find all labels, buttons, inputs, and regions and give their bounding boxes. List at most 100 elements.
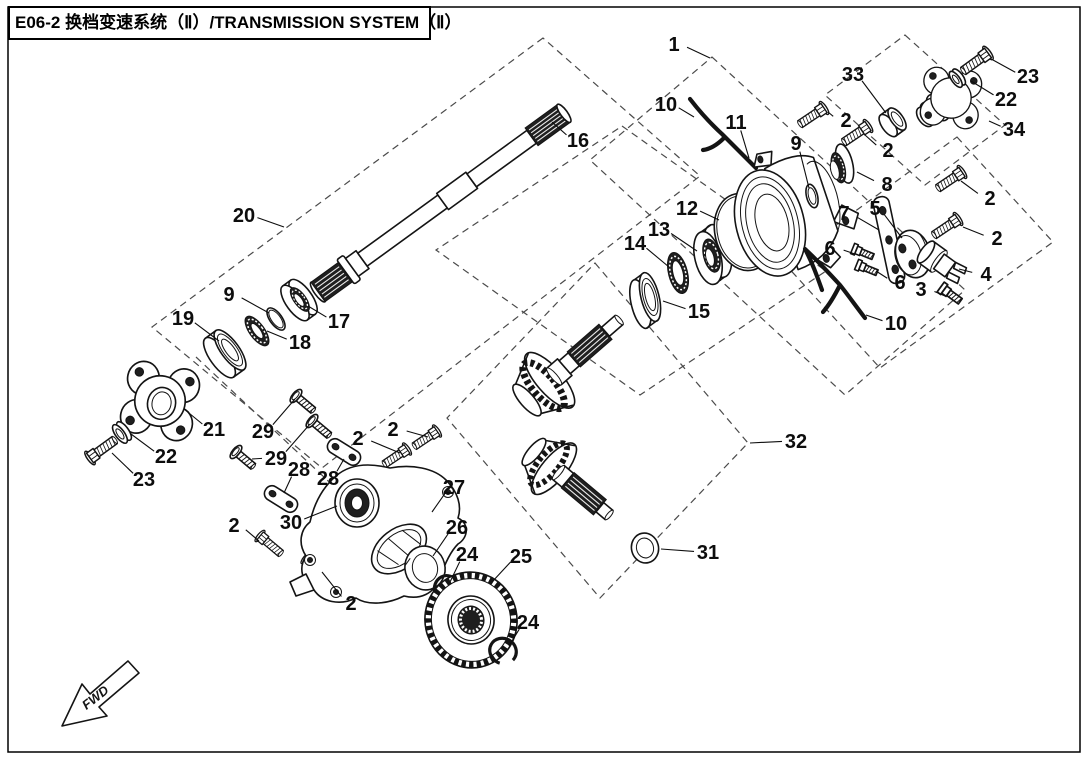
screw-29-a <box>287 386 321 419</box>
part-callout-18: 18 <box>289 332 311 354</box>
part-callout-32: 32 <box>785 431 807 453</box>
leader-line-28 <box>336 458 345 472</box>
part-callout-29: 29 <box>252 421 274 443</box>
collar-8 <box>829 143 855 184</box>
gear-housing-11 <box>733 150 860 277</box>
leader-line-5 <box>883 214 903 239</box>
leader-line-9 <box>241 297 270 314</box>
oil-seal-19 <box>202 329 247 379</box>
leader-line-2 <box>321 571 342 597</box>
part-callout-11: 11 <box>725 112 746 134</box>
bearing-17 <box>280 278 319 322</box>
leader-line-6 <box>843 249 856 255</box>
leader-line-14 <box>646 247 670 268</box>
part-callout-30: 30 <box>280 512 302 534</box>
leader-line-28 <box>283 476 293 494</box>
part-callout-8: 8 <box>881 174 892 196</box>
part-callout-27: 27 <box>443 477 465 499</box>
drawing-title: E06-2 换档变速系统（Ⅱ）/TRANSMISSION SYSTEM（Ⅱ） <box>8 6 462 40</box>
bevel-gear-shaft-lower <box>521 437 614 521</box>
screw-29-b <box>303 411 337 444</box>
bolt-6-a <box>849 242 876 263</box>
part-callout-16: 16 <box>567 130 589 152</box>
part-callout-25: 25 <box>510 546 532 568</box>
leader-line-23 <box>111 452 134 474</box>
leader-line-2 <box>827 111 834 117</box>
part-callout-4: 4 <box>980 264 992 286</box>
part-callout-2: 2 <box>984 188 995 210</box>
leader-line-7 <box>856 216 880 231</box>
part-callout-3: 3 <box>915 279 926 301</box>
part-callout-31: 31 <box>697 542 719 564</box>
part-callout-10: 10 <box>655 94 677 116</box>
lock-washer-18 <box>244 315 270 347</box>
washer-22-right <box>948 68 967 89</box>
part-callout-23: 23 <box>133 469 155 491</box>
part-callout-33: 33 <box>842 64 864 86</box>
part-callout-20: 20 <box>233 205 255 227</box>
leader-line-2 <box>245 529 260 542</box>
retainer-plate-28-b <box>263 484 299 514</box>
bolt-2-right-a <box>931 163 970 196</box>
leader-line-15 <box>662 300 686 310</box>
bolt-2-cover-a <box>408 423 444 454</box>
leader-line-2 <box>962 226 984 236</box>
part-callout-9: 9 <box>790 133 801 155</box>
leader-line-34 <box>988 120 1001 127</box>
output-gear-25 <box>424 571 518 669</box>
leader-line-23 <box>992 59 1016 73</box>
part-callout-34: 34 <box>1003 119 1026 141</box>
leader-line-30 <box>304 505 338 520</box>
part-callout-29: 29 <box>265 448 287 470</box>
leader-line-27 <box>431 493 446 513</box>
leader-line-2 <box>406 430 429 438</box>
part-callout-10: 10 <box>885 313 907 335</box>
drive-shaft-16 <box>309 103 572 303</box>
fwd-arrow: FWD <box>61 660 140 727</box>
leader-line-19 <box>194 322 220 342</box>
leader-line-2 <box>370 440 401 454</box>
leader-line-4 <box>958 268 973 273</box>
washer-31 <box>630 532 660 564</box>
leader-line-2 <box>864 134 877 146</box>
output-flange-21-bore <box>146 386 177 421</box>
part-callout-15: 15 <box>688 301 710 323</box>
leader-line-16 <box>551 121 567 136</box>
leader-line-26 <box>432 533 449 557</box>
part-callout-13: 13 <box>648 219 670 241</box>
part-callout-28: 28 <box>288 459 310 481</box>
group-box-bevel-32 <box>446 262 749 599</box>
leader-lines <box>111 46 1016 647</box>
part-callout-24: 24 <box>517 612 540 634</box>
leader-line-3 <box>934 291 946 297</box>
group-box-bearings <box>434 125 828 396</box>
retainer-plate-28-a <box>326 437 362 467</box>
leader-line-21 <box>183 408 203 425</box>
leader-line-29 <box>272 398 296 425</box>
seal-collar-26 <box>404 545 446 591</box>
part-callout-28: 28 <box>317 468 339 490</box>
part-callout-6: 6 <box>894 272 905 294</box>
joint-sleeve-4 <box>916 240 968 285</box>
leader-line-13 <box>670 233 698 252</box>
leader-line-6 <box>875 270 888 279</box>
lock-washer-14 <box>666 251 690 295</box>
leader-line-29 <box>285 423 311 452</box>
part-callout-2: 2 <box>345 593 356 615</box>
part-callout-19: 19 <box>172 308 194 330</box>
group-box-shaft-20 <box>151 37 701 469</box>
washer-22-left <box>111 420 133 445</box>
leader-line-18 <box>266 330 287 340</box>
bolt-6-b <box>853 258 880 279</box>
leader-line-1 <box>686 46 711 59</box>
leader-line-8 <box>856 171 875 182</box>
part-callout-7: 7 <box>838 203 849 225</box>
part-callout-21: 21 <box>203 419 225 441</box>
leader-line-11 <box>740 130 750 159</box>
leader-line-22 <box>130 433 155 452</box>
leader-line-31 <box>660 548 695 552</box>
circlip-24-b <box>488 636 518 666</box>
part-callout-2: 2 <box>228 515 239 537</box>
